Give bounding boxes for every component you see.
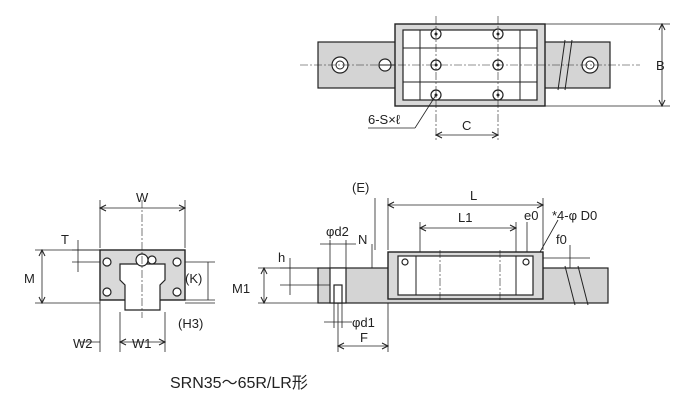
top-view: B C 6-S×ℓ [300, 16, 670, 140]
end-rail [119, 263, 166, 311]
side-rail-break [564, 265, 589, 306]
label-f0: f0 [556, 232, 567, 247]
label-T: T [61, 232, 69, 247]
figure-caption: SRN35～65R/LR形 [170, 374, 308, 392]
side-view: (E) L L1 e0 *4-φ D0 f0 φd2 N h [232, 180, 609, 352]
label-B: B [656, 58, 665, 73]
label-W1: W1 [132, 336, 152, 351]
label-h: h [278, 250, 285, 265]
label-L: L [470, 188, 477, 203]
label-d1: φd1 [352, 315, 375, 330]
end-view: W T M (K) (H3) W2 W1 [24, 190, 215, 352]
label-W: W [136, 190, 149, 205]
label-M: M [24, 271, 35, 286]
label-d2: φd2 [326, 224, 349, 239]
label-E: (E) [352, 180, 369, 195]
label-H3: (H3) [178, 316, 203, 331]
label-N: N [358, 232, 367, 247]
label-M1: M1 [232, 281, 250, 296]
label-6-S-l: 6-S×ℓ [368, 112, 401, 127]
label-K: (K) [185, 271, 202, 286]
label-4-D0: *4-φ D0 [552, 208, 597, 223]
label-e0: e0 [524, 208, 538, 223]
label-F: F [360, 330, 368, 345]
label-W2: W2 [73, 336, 93, 351]
label-L1: L1 [458, 210, 472, 225]
label-C: C [462, 118, 471, 133]
